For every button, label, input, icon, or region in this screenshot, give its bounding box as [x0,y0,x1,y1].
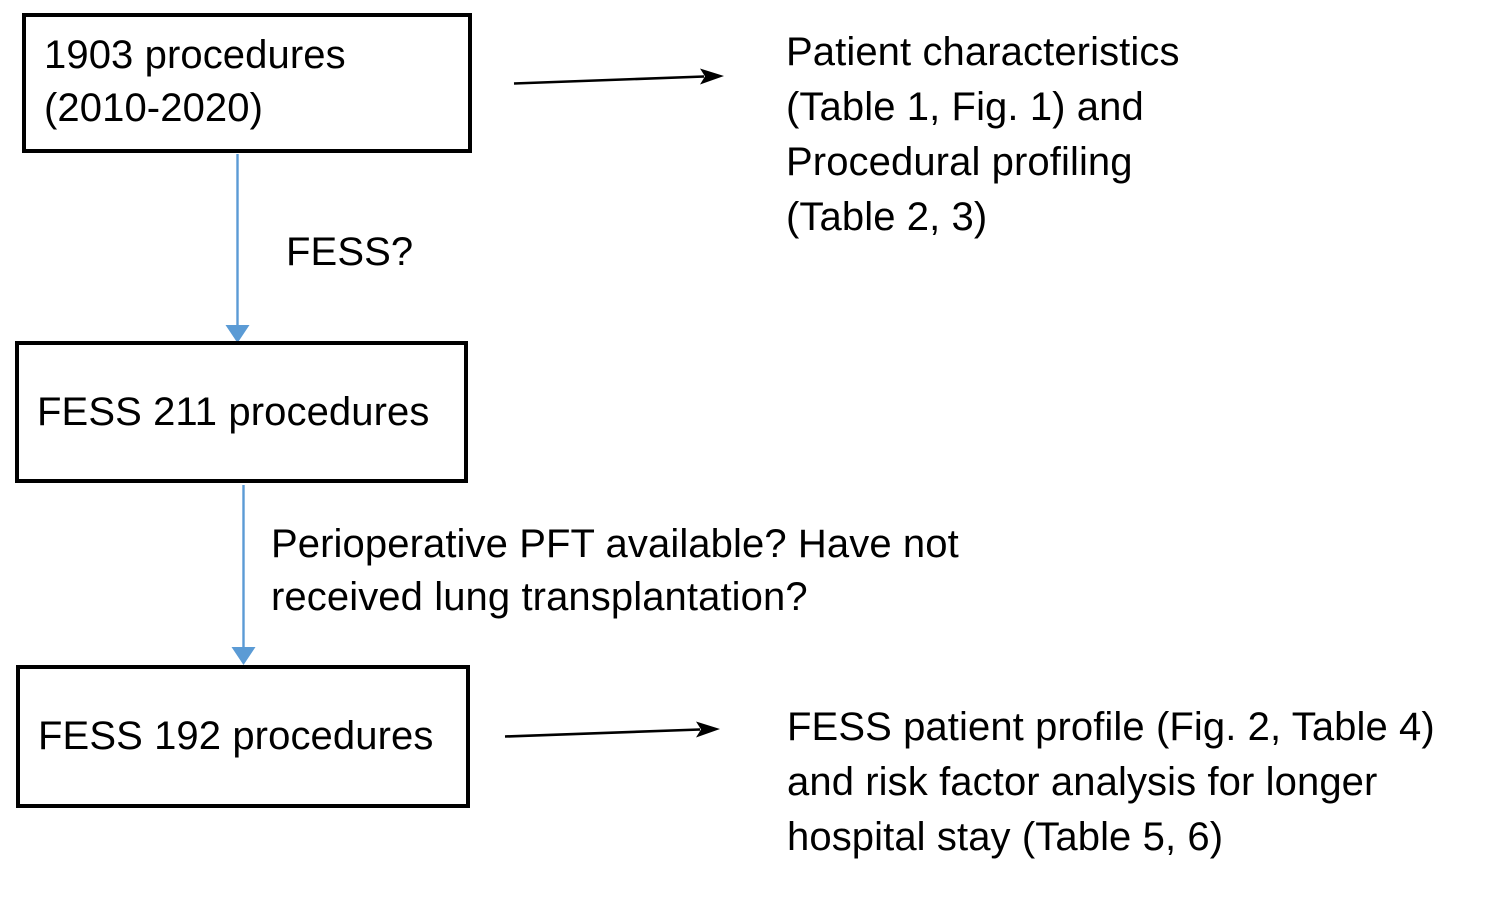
right-arrow-icon-1 [513,68,724,85]
right-arrow-icon-2 [504,721,720,738]
outcome-text-patient-characteristics: Patient characteristics (Table 1, Fig. 1… [786,30,1180,239]
down-arrow-icon-2 [231,485,256,665]
down-arrow-icon-1 [225,154,250,343]
connector-label-pft-question: Perioperative PFT available? Have not re… [271,522,959,620]
box-fess-211-procedures: FESS 211 procedures [15,341,468,483]
outcome-text-fess-patient-profile: FESS patient profile (Fig. 2, Table 4) a… [787,705,1435,859]
box-cohort-label: 1903 procedures (2010-2020) [44,33,346,130]
box-fess-192-label: FESS 192 procedures [38,714,434,759]
connector-label-fess-question: FESS? [286,230,414,274]
box-cohort-1903-procedures: 1903 procedures (2010-2020) [22,13,472,153]
box-fess-211-label: FESS 211 procedures [37,389,430,434]
box-fess-192-procedures: FESS 192 procedures [16,665,470,808]
